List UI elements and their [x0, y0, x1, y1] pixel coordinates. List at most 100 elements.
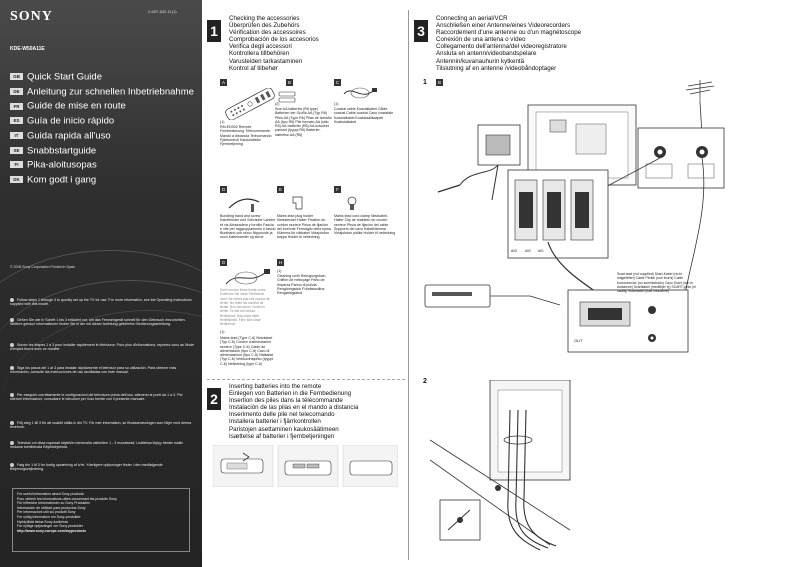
info-line: Per informazioni utili sui prodotti Sony	[17, 510, 76, 515]
accessory-letter: B	[286, 79, 293, 86]
av2-label: AV2	[525, 249, 531, 253]
batteries-illustration	[278, 91, 296, 103]
accessory-letter: F	[334, 186, 341, 193]
step-title-line: Inserimento delle pile nel telecomando	[229, 411, 335, 419]
step-title-line: Paristojen asettaminen kaukosäätimeen	[229, 425, 339, 433]
step-title-line: Anschließen einer Antenne/eines Videorec…	[436, 22, 571, 30]
step-title-line: Kontrollera tillbehören	[229, 50, 290, 58]
language-code-badge: ES	[10, 117, 23, 125]
step-title-line: Collegamento dell'antenna/del videoregis…	[436, 43, 567, 51]
tip-item: Følg trin 1 til 3 for hurtig opsætning a…	[10, 463, 195, 472]
guide-title: Guida rapida all'uso	[27, 130, 111, 142]
accessory-letter: B	[436, 79, 443, 86]
step-number: 2	[207, 388, 221, 410]
tip-item: Televisio voi ottaa nopeasti käyttöön to…	[10, 441, 195, 450]
tip-item: Gehen Sie wie in Schritt 1 bis 3 erläute…	[10, 318, 195, 327]
step-title-line: Ansluta en antenn/videobandspelare	[436, 50, 537, 58]
av1-label: AV1	[538, 249, 544, 253]
tip-text: Følg trin 1 til 3 for hurtig opsætning a…	[10, 463, 163, 472]
tip-item: Siga los pasos del 1 al 3 para instalar …	[10, 366, 195, 375]
tip-text: Siga los pasos del 1 al 3 para instalar …	[10, 366, 177, 375]
website-url[interactable]: http://www.sony-europe.com/myproducts	[17, 528, 86, 533]
accessory-mains-lead-text: Mains lead (Type C-6) Netzkabel (Typ C-6…	[220, 336, 274, 366]
guide-title: Kom godt i gang	[27, 174, 97, 186]
guide-title: Snabbstartguide	[27, 144, 97, 156]
accessory-qty: (1)	[220, 330, 225, 334]
step-separator	[207, 379, 405, 380]
aerial-vcr-connection-diagram	[424, 80, 725, 353]
step-title-line: Varusteiden tarkastaminen	[229, 57, 303, 65]
accessory-coax-text: Coaxial cable Koaxialkabel Câble coaxial…	[334, 107, 394, 124]
step-number: 3	[414, 20, 428, 42]
guide-title: Anleitung zur schnellen Inbetriebnahme	[27, 85, 194, 97]
language-code-badge: GB	[10, 73, 23, 81]
step-title-line: Inserting batteries into the remote	[229, 383, 322, 390]
figure-label: 2	[423, 378, 427, 385]
cable-bundling-diagram	[430, 380, 571, 551]
language-code-badge: IT	[10, 132, 23, 140]
info-line: For nyttig information om Sony-produkter	[17, 514, 81, 519]
info-box: For useful information about Sony produc…	[12, 488, 190, 552]
column-divider	[408, 10, 409, 560]
tip-text: Televisio voi ottaa nopeasti käyttöön to…	[10, 441, 184, 450]
step-title-line: Instalación de las pilas en el mando a d…	[229, 404, 359, 412]
accessory-letter: E	[277, 186, 284, 193]
step-title-line: Installera batterier i fjärrkontrollen	[229, 418, 321, 426]
tip-item: Follow steps 1 through 3 to quickly set …	[10, 298, 195, 307]
step-title-line: Comprobación de los accesorios	[229, 36, 319, 44]
info-line: Hyödyllistä tietoa Sony-tuotteista	[17, 519, 68, 524]
step-title-line: Isættelse af batterier i fjernbetjeninge…	[229, 432, 335, 440]
battery-insertion-illustration	[213, 445, 398, 487]
accessory-qty: (1)	[220, 120, 225, 124]
guide-title: Guide de mise en route	[27, 100, 126, 112]
accessory-cord-clamp-text: Mains lead cord clamp Netzkabel-Halter C…	[334, 214, 396, 236]
step-title-line: Einlegen von Batterien in die Fernbedien…	[229, 390, 352, 398]
remote-control-illustration	[225, 88, 275, 120]
bullet-icon	[10, 298, 14, 303]
brand-logo: SONY	[10, 9, 53, 24]
step-title-line: Insertion des piles dans la télécommande	[229, 397, 343, 405]
step-title-line: Antennin/kuvanauhurin kytkentä	[436, 57, 525, 65]
tip-text: Gehen Sie wie in Schritt 1 bis 3 erläute…	[10, 318, 186, 327]
language-code-badge: FR	[10, 102, 23, 110]
bullet-icon	[10, 343, 14, 348]
step-title-line: Vérification des accessoires	[229, 29, 306, 37]
plug-holder-illustration	[292, 196, 303, 210]
figure-label: 1	[423, 79, 427, 86]
coaxial-cable-illustration	[343, 87, 377, 99]
guide-title-row: SE Snabbstartguide	[10, 142, 200, 156]
guide-title: Guía de inicio rápido	[27, 115, 115, 127]
accessory-letter: D	[220, 186, 227, 193]
info-line: Información de utilidad para productos S…	[17, 505, 86, 510]
tip-item: Följ steg 1 till 3 för att snabbt ställa…	[10, 421, 195, 430]
bullet-icon	[10, 463, 14, 468]
language-code-badge: FI	[10, 161, 23, 169]
guide-title-row: ES Guía de inicio rápido	[10, 112, 200, 127]
step-title-line: Raccordement d'une antenne ou d'un magné…	[436, 29, 582, 37]
accessory-qty: (2)	[275, 102, 280, 106]
tip-text: Suivez les étapes 1 à 3 pour installer r…	[10, 343, 195, 352]
ferrite-note: Don't remove these ferrite cores. Entfer…	[220, 288, 270, 327]
vcr-out-label: OUT	[574, 338, 583, 343]
info-line: For useful information about Sony produc…	[17, 492, 84, 496]
bullet-icon	[10, 441, 14, 446]
step-number: 1	[207, 20, 221, 42]
accessory-remote-text: RM-ED002 Remote Fernbedienung Télécomman…	[220, 125, 272, 147]
tip-item: Suivez les étapes 1 à 3 pour installer r…	[10, 343, 195, 352]
step-title-line: Connecting an aerial/VCR	[436, 15, 508, 22]
language-code-badge: SE	[10, 146, 23, 154]
guide-title: Quick Start Guide	[27, 71, 102, 83]
bundling-band-illustration	[228, 198, 260, 212]
tip-text: Per eseguire correttamente le configuraz…	[10, 393, 183, 402]
av3-label: AV3	[511, 249, 517, 253]
mains-lead-illustration	[225, 269, 270, 285]
step-title-line: Überprüfen des Zubehörs	[229, 22, 300, 30]
step-title-line: Kontrol af tilbehør	[229, 64, 278, 72]
part-number: 2-657-632-11(1)	[148, 9, 177, 14]
